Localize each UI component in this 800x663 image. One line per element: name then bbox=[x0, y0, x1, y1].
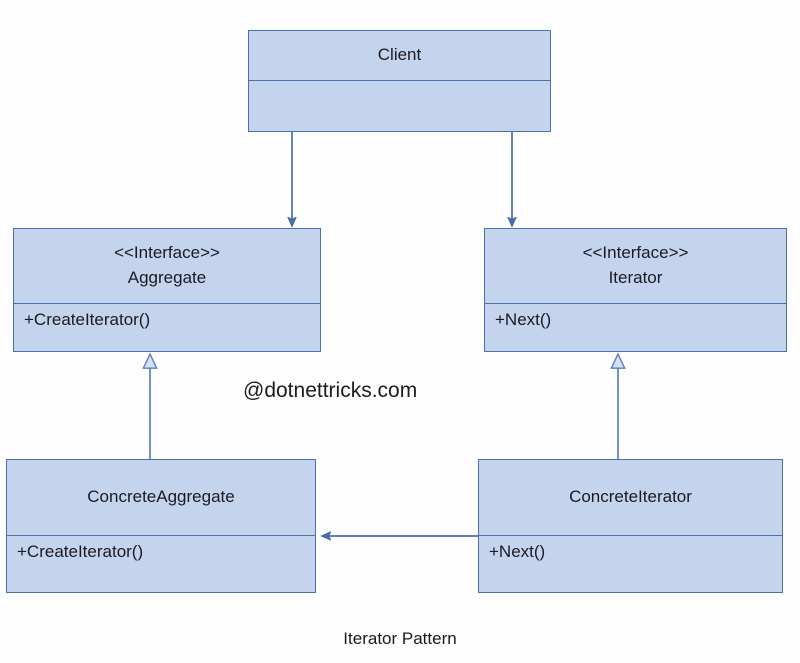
class-header-iterator: <<Interface>> Iterator bbox=[485, 229, 786, 304]
class-name-concrete-iterator: ConcreteIterator bbox=[569, 487, 692, 507]
class-members-aggregate: +CreateIterator() bbox=[14, 304, 320, 351]
class-members-iterator: +Next() bbox=[485, 304, 786, 351]
member-createiterator: +CreateIterator() bbox=[24, 310, 151, 329]
class-header-concrete-aggregate: ConcreteAggregate bbox=[7, 460, 315, 536]
watermark-text: @dotnettricks.com bbox=[243, 379, 418, 402]
class-box-aggregate[interactable]: <<Interface>> Aggregate +CreateIterator(… bbox=[13, 228, 321, 352]
class-header-aggregate: <<Interface>> Aggregate bbox=[14, 229, 320, 304]
class-header-client: Client bbox=[249, 31, 550, 81]
class-members-concrete-iterator: +Next() bbox=[479, 536, 782, 592]
class-box-client[interactable]: Client bbox=[248, 30, 551, 132]
class-name-aggregate: Aggregate bbox=[127, 268, 207, 287]
class-members-client bbox=[249, 81, 550, 131]
class-header-concrete-iterator: ConcreteIterator bbox=[479, 460, 782, 536]
class-name-client: Client bbox=[377, 45, 422, 65]
class-box-iterator[interactable]: <<Interface>> Iterator +Next() bbox=[484, 228, 787, 352]
diagram-caption: Iterator Pattern bbox=[343, 629, 457, 648]
class-stereotype-iterator: <<Interface>> bbox=[582, 243, 689, 263]
class-name-concrete-aggregate: ConcreteAggregate bbox=[87, 487, 235, 507]
member-next: +Next() bbox=[495, 310, 552, 329]
class-box-concrete-iterator[interactable]: ConcreteIterator +Next() bbox=[478, 459, 783, 593]
class-name-iterator: Iterator bbox=[608, 268, 663, 287]
member-next-concrete: +Next() bbox=[489, 542, 546, 561]
class-members-concrete-aggregate: +CreateIterator() bbox=[7, 536, 315, 592]
class-box-concrete-aggregate[interactable]: ConcreteAggregate +CreateIterator() bbox=[6, 459, 316, 593]
class-stereotype-aggregate: <<Interface>> bbox=[114, 243, 220, 263]
member-createiterator-concrete: +CreateIterator() bbox=[17, 542, 144, 561]
